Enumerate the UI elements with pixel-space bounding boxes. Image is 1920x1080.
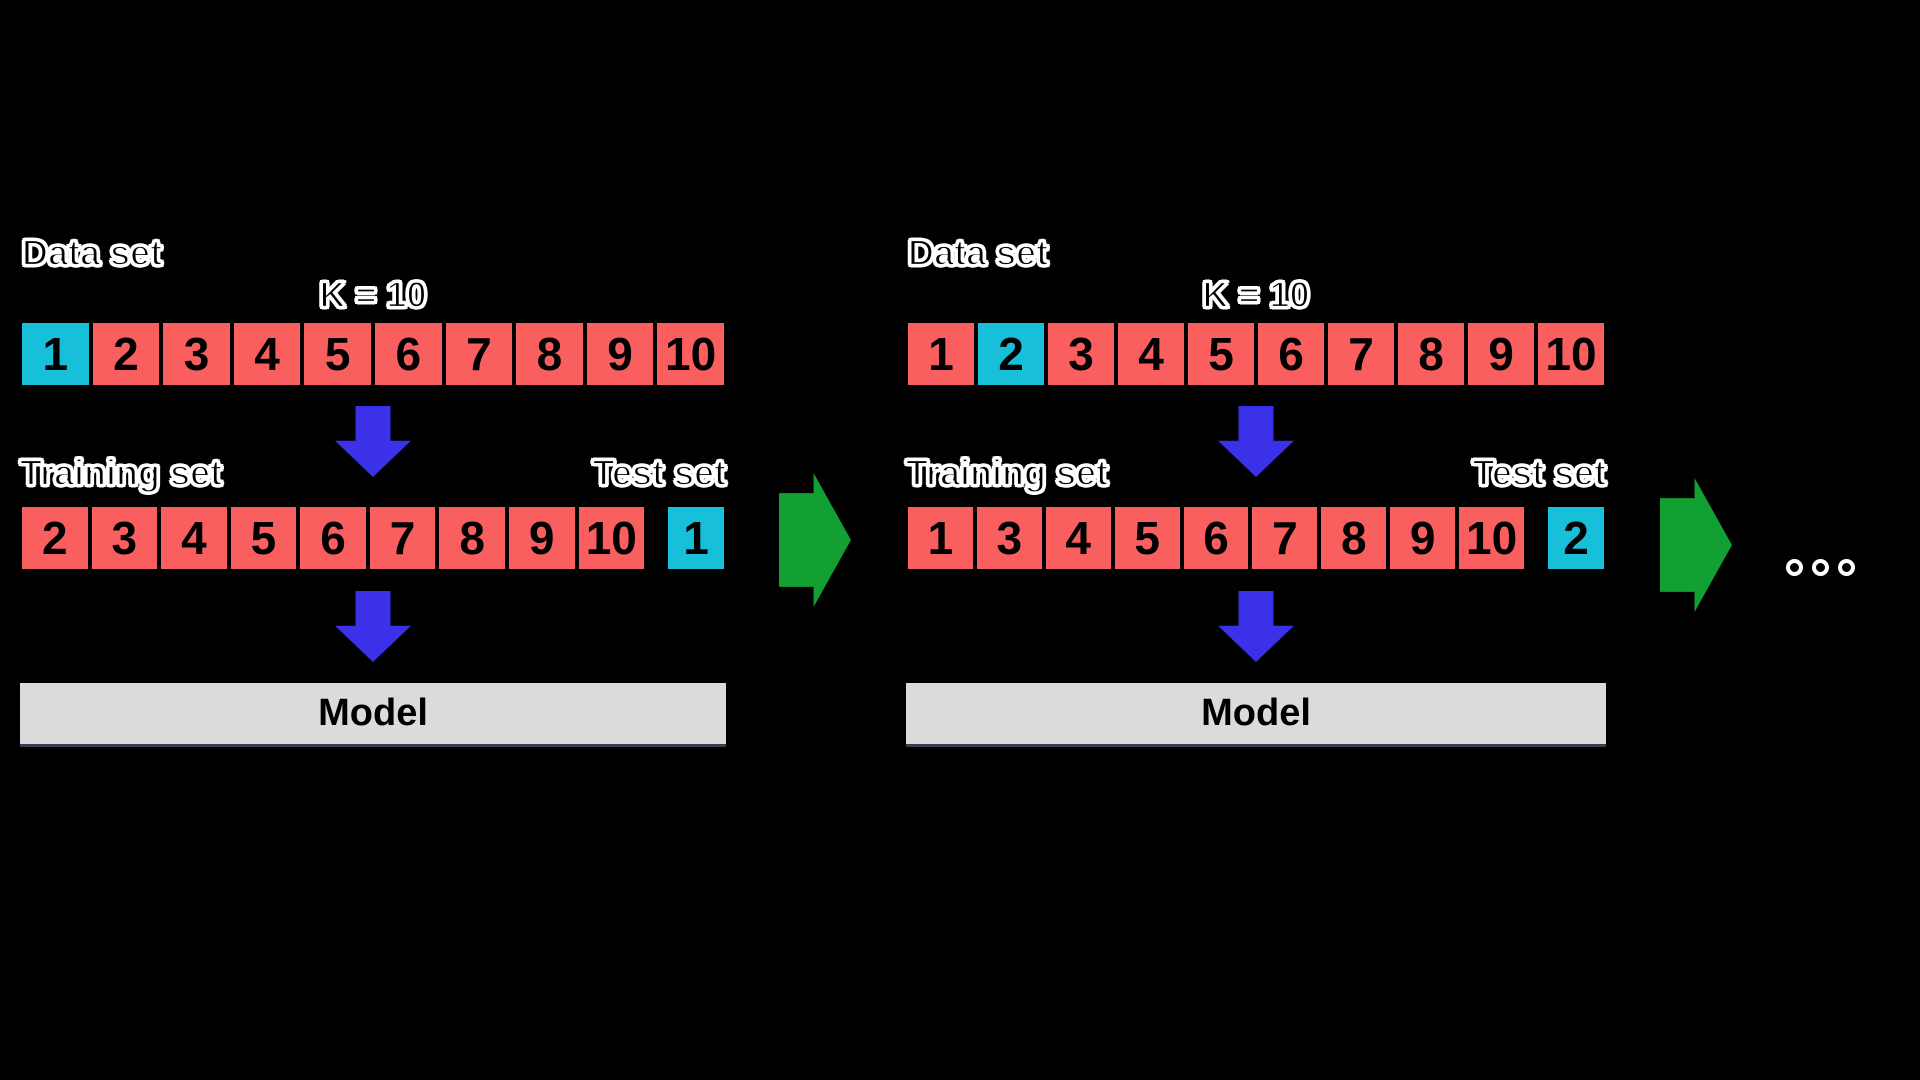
fold-box: 3	[161, 321, 232, 387]
fold-box: 2	[90, 321, 162, 387]
test-fold-box: 1	[20, 321, 91, 387]
fold-box: 10	[1457, 505, 1527, 571]
fold-box: 6	[372, 321, 444, 387]
fold-box: 8	[437, 505, 507, 571]
fold-box: 6	[298, 505, 368, 571]
next-iteration-arrow-icon	[779, 473, 851, 607]
train-arrow-down-icon	[1218, 591, 1294, 662]
fold-box: 8	[514, 321, 585, 387]
train-arrow-down-icon	[335, 591, 411, 662]
set-labels-row: Training set Test set	[19, 452, 728, 493]
ellipsis-dot	[1786, 559, 1803, 576]
test-set-label: Test set	[1472, 452, 1608, 493]
fold-box: 5	[302, 321, 373, 387]
fold-box: 1	[906, 321, 976, 387]
ellipsis-dot	[1838, 559, 1855, 576]
training-set-label: Training set	[905, 452, 1109, 493]
fold-box: 8	[1319, 505, 1389, 571]
fold-box: 8	[1396, 321, 1466, 387]
ellipsis-dot	[1812, 559, 1829, 576]
fold-box: 10	[1536, 321, 1606, 387]
fold-box: 3	[89, 505, 160, 571]
fold-box: 6	[1181, 505, 1251, 571]
fold-box: 9	[1388, 505, 1458, 571]
fold-box: 1	[906, 505, 975, 571]
fold-box: 4	[159, 505, 229, 571]
fold-box: 6	[1256, 321, 1326, 387]
dataset-label: Data set	[907, 232, 1049, 273]
k-value-label: K = 10	[318, 274, 427, 315]
test-fold-box: 2	[1546, 505, 1607, 571]
fold-box: 7	[367, 505, 438, 571]
fold-box: 5	[1112, 505, 1182, 571]
test-set-label: Test set	[592, 452, 728, 493]
next-iteration-arrow-icon	[1660, 478, 1732, 612]
fold-box: 9	[506, 505, 577, 571]
fold-box: 3	[974, 505, 1044, 571]
test-fold-box: 1	[666, 505, 727, 571]
fold-box: 4	[1043, 505, 1113, 571]
fold-box: 3	[1046, 321, 1116, 387]
fold-box: 9	[584, 321, 656, 387]
k-value-label: K = 10	[1201, 274, 1310, 315]
fold-box: 9	[1466, 321, 1536, 387]
fold-box: 10	[655, 321, 726, 387]
model-box: Model	[906, 683, 1606, 747]
test-fold-box: 2	[976, 321, 1046, 387]
fold-box: 7	[443, 321, 515, 387]
fold-box: 4	[1116, 321, 1186, 387]
fold-box: 7	[1326, 321, 1396, 387]
fold-box: 5	[228, 505, 299, 571]
fold-box: 4	[231, 321, 303, 387]
more-iterations-ellipsis	[1786, 559, 1855, 576]
model-box: Model	[20, 683, 726, 747]
fold-box: 10	[576, 505, 647, 571]
fold-box: 2	[20, 505, 90, 571]
dataset-label: Data set	[21, 232, 163, 273]
fold-box: 7	[1250, 505, 1320, 571]
fold-box: 5	[1186, 321, 1256, 387]
training-set-label: Training set	[19, 452, 223, 493]
set-labels-row: Training set Test set	[905, 452, 1608, 493]
